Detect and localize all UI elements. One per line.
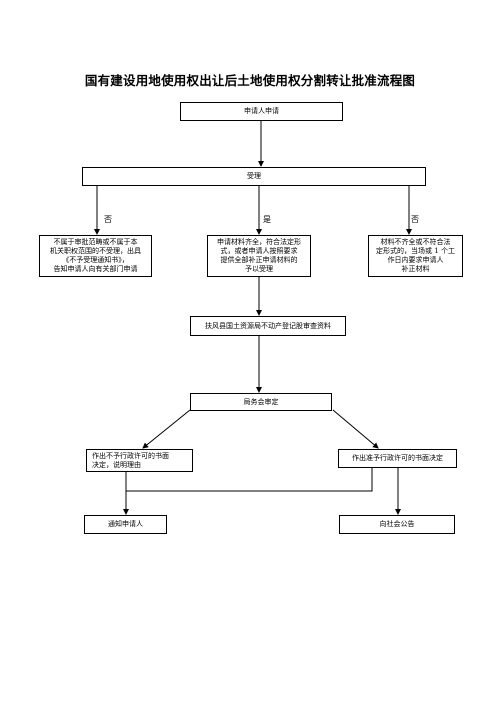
apply-node: 申请人申请 [180, 102, 343, 121]
branch-label-no-left: 否 [104, 215, 112, 224]
review-node: 扶风县国土资源局不动产登记股审查资料 [190, 316, 346, 336]
accept-node: 受理 [82, 167, 426, 186]
meeting-node: 局务会审定 [190, 393, 332, 411]
page-title: 国有建设用地使用权出让后土地使用权分割转让批准流程图 [84, 73, 416, 88]
accept-ok-node: 申请材料齐全，符合法定形 式，或者申请人按照要求 提供全部补正申请材料的 予以受… [207, 235, 311, 277]
notify-node: 通知申请人 [84, 515, 167, 534]
branch-label-no-right: 否 [411, 215, 419, 224]
reject-scope-node: 不属于审批范畴或不属于本 机关职权范围的不受理，出具 《不予受理通知书》， 告知… [39, 235, 152, 277]
grant-decision-node: 作出准予行政许可的书面决定 [338, 449, 457, 468]
deny-decision-node: 作出不予行政许可的书面 决定，说明理由 [86, 449, 193, 472]
announce-node: 向社会公告 [339, 515, 455, 534]
incomplete-node: 材料不齐全或不符合法 定形式的，当场或 1 个工 作日内要求申请人 补正材料 [368, 235, 463, 277]
branch-label-yes: 是 [263, 215, 271, 224]
